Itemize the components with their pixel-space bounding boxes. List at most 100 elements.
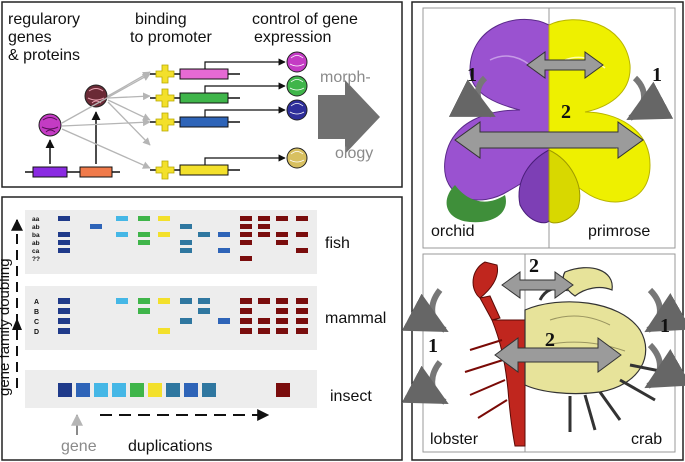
morph-label: morph- ology (320, 69, 375, 162)
crab-right-number: 1 (660, 315, 670, 337)
crab-center-number: 2 (545, 329, 555, 351)
mammal-gene-bar (240, 308, 252, 314)
primrose-number: 1 (652, 64, 662, 86)
lobster-curved-arrow-2 (401, 360, 449, 405)
fish-gene-code: ab (32, 240, 40, 247)
primrose-curved-arrow (626, 75, 674, 121)
fish-gene-bar (180, 240, 192, 245)
fish-gene-bar (258, 232, 270, 237)
expression-arrow (204, 106, 286, 117)
insect-gene-box (130, 383, 144, 397)
mammal-gene-bar (276, 298, 288, 304)
gene-purple (32, 166, 68, 178)
mammal-gene-code: A (34, 299, 39, 306)
mammal-gene-bar (240, 318, 252, 324)
protein-output-icon (286, 99, 308, 121)
fish-gene-bar (276, 232, 288, 237)
protein-magenta-icon (38, 113, 62, 137)
gene-label: gene (61, 438, 97, 455)
morph-line-2: ology (335, 145, 373, 162)
crab-label: crab (631, 431, 662, 448)
insect-gene-box (276, 383, 290, 397)
fish-gene-bar (58, 216, 70, 221)
expression-arrow (204, 58, 286, 69)
row-label-mammal: mammal (325, 310, 386, 327)
crab-top-number: 2 (529, 255, 539, 277)
gene-orange (79, 166, 113, 178)
mammal-gene-bar (198, 308, 210, 314)
lobster-curved-arrow-1 (401, 288, 449, 333)
mammal-gene-bar (158, 328, 170, 334)
col2-heading: binding to promoter (130, 11, 212, 46)
col2-line-2: to promoter (130, 29, 212, 46)
expression-arrow (204, 82, 286, 93)
mammal-gene-bar (180, 318, 192, 324)
insect-gene-box (76, 383, 90, 397)
fish-gene-bar (116, 232, 128, 237)
insect-gene-box (58, 383, 72, 397)
col1-line-2: genes (8, 29, 52, 46)
mammal-gene-code: B (34, 309, 39, 316)
mammal-gene-bar (138, 308, 150, 314)
crab-double-arrow-top (501, 271, 574, 299)
mammal-gene-bar (240, 298, 252, 304)
fish-gene-bar (180, 224, 192, 229)
fish-gene-bar (240, 232, 252, 237)
mammal-gene-bar (218, 318, 230, 324)
primrose-label: primrose (588, 223, 650, 240)
mammal-gene-bar (116, 298, 128, 304)
insect-gene-box (166, 383, 180, 397)
crab-curved-arrow-1 (644, 287, 685, 333)
fish-gene-bar (138, 216, 150, 221)
morphology-arrow (318, 80, 380, 154)
axis-label: gene family doubling (0, 258, 13, 396)
row-label-fish: fish (325, 235, 350, 252)
binding-arrows (61, 71, 151, 169)
crab-curved-arrow-2 (644, 342, 685, 389)
promoter-plus-icon (155, 160, 175, 180)
gene-regulation-panel: regularory genes & proteins binding to p… (1, 1, 403, 188)
mammal-gene-bar (258, 318, 270, 324)
row-label-insect: insect (330, 388, 372, 405)
fish-gene-bar (240, 224, 252, 229)
fish-gene-bar (276, 216, 288, 221)
mammal-gene-bar (138, 298, 150, 304)
fish-gene-bar (58, 240, 70, 245)
insect-gene-box (184, 383, 198, 397)
fish-gene-code: ?? (32, 256, 40, 263)
flower-double-arrow-center (454, 121, 644, 159)
protein-output-icon (286, 75, 308, 97)
insect-gene-box (112, 383, 126, 397)
fish-gene-bar (218, 248, 230, 253)
mammal-gene-bar (296, 308, 308, 314)
mammal-gene-bar (276, 318, 288, 324)
fish-gene-bar (240, 240, 252, 245)
mammal-gene-bar (58, 318, 70, 324)
mammal-gene-bar (276, 308, 288, 314)
insect-gene-box (202, 383, 216, 397)
col1-line-3: & proteins (8, 47, 80, 64)
target-gene (179, 68, 229, 80)
orchid-label: orchid (431, 223, 475, 240)
col2-line-1: binding (135, 11, 187, 28)
mammal-gene-bar (58, 308, 70, 314)
fish-gene-code: ba (32, 232, 40, 239)
fish-gene-code: ca (32, 248, 40, 255)
mammal-gene-bar (258, 328, 270, 334)
col1-line-1: regularory (8, 11, 80, 28)
mammal-gene-bar (296, 328, 308, 334)
promoter-plus-icon (155, 112, 175, 132)
fish-gene-code: ab (32, 224, 40, 231)
fish-gene-bar (180, 248, 192, 253)
fish-gene-bar (138, 232, 150, 237)
mammal-gene-bar (198, 298, 210, 304)
promoter-rows (150, 51, 308, 180)
mammal-gene-bar (158, 298, 170, 304)
mammal-gene-bar (258, 298, 270, 304)
col3-heading: control of gene expression (252, 11, 362, 46)
fish-gene-bar (240, 216, 252, 221)
mammal-gene-bar (296, 318, 308, 324)
fish-gene-bar (296, 216, 308, 221)
fish-gene-bar (276, 240, 288, 245)
